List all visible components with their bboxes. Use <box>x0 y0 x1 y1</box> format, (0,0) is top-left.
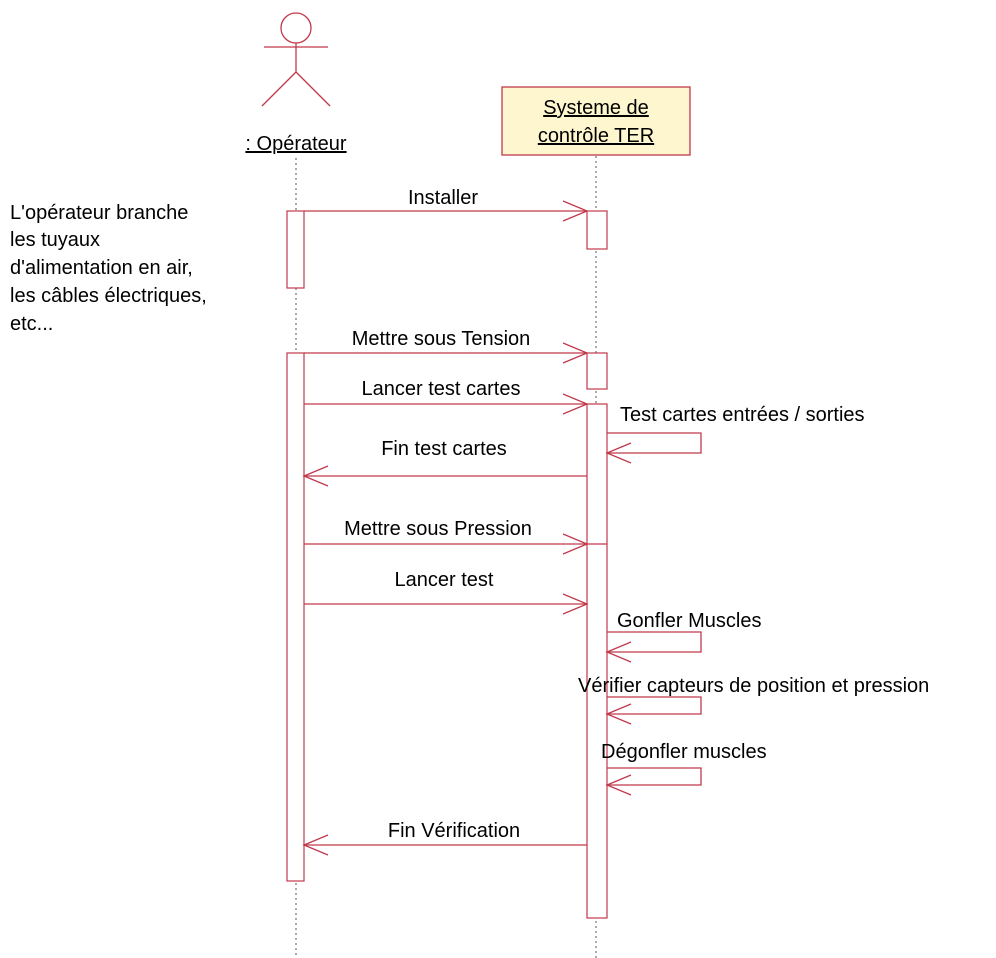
actor-activation-1 <box>286 210 305 289</box>
system-activation-3 <box>586 403 608 919</box>
note-line-1: L'opérateur branche <box>10 202 188 224</box>
message-degonfler-arrow <box>605 767 702 796</box>
message-fin-test-cartes-label: Fin test cartes <box>381 438 507 460</box>
message-degonfler-label: Dégonfler muscles <box>601 741 767 763</box>
message-mettre-tension-label: Mettre sous Tension <box>352 328 531 350</box>
actor-icon <box>261 12 331 107</box>
system-activation-1 <box>586 210 608 250</box>
message-test-cartes-es-label: Test cartes entrées / sorties <box>620 404 865 426</box>
message-fin-verification-arrow <box>302 834 587 856</box>
note-line-5: etc... <box>10 313 53 335</box>
message-fin-test-cartes-arrow <box>302 465 587 487</box>
message-mettre-pression-label: Mettre sous Pression <box>344 518 532 540</box>
message-verifier-label: Vérifier capteurs de position et pressio… <box>578 675 929 697</box>
message-lancer-test-label: Lancer test <box>395 569 494 591</box>
note-line-4: les câbles électriques, <box>10 285 207 307</box>
note-line-2: les tuyaux <box>10 229 100 251</box>
message-mettre-pression-arrow <box>304 533 607 555</box>
system-box <box>501 86 691 156</box>
message-lancer-test-cartes-arrow <box>304 393 589 415</box>
message-gonfler-label: Gonfler Muscles <box>617 610 762 632</box>
actor-label: : Opérateur <box>245 133 347 155</box>
message-fin-verification-label: Fin Vérification <box>388 820 520 842</box>
message-lancer-test-cartes-label: Lancer test cartes <box>362 378 521 400</box>
system-label-line1: Systeme de <box>543 97 649 119</box>
note-line-3: d'alimentation en air, <box>10 257 193 279</box>
system-label-line2: contrôle TER <box>538 125 654 147</box>
message-mettre-tension-arrow <box>304 342 589 364</box>
message-installer-arrow <box>304 200 589 222</box>
message-verifier-arrow <box>605 696 702 725</box>
message-lancer-test-arrow <box>304 593 589 615</box>
message-gonfler-arrow <box>605 631 702 663</box>
system-activation-2 <box>586 352 608 390</box>
actor-activation-2 <box>286 352 305 882</box>
message-test-cartes-es-arrow <box>605 432 702 464</box>
message-installer-label: Installer <box>408 187 478 209</box>
